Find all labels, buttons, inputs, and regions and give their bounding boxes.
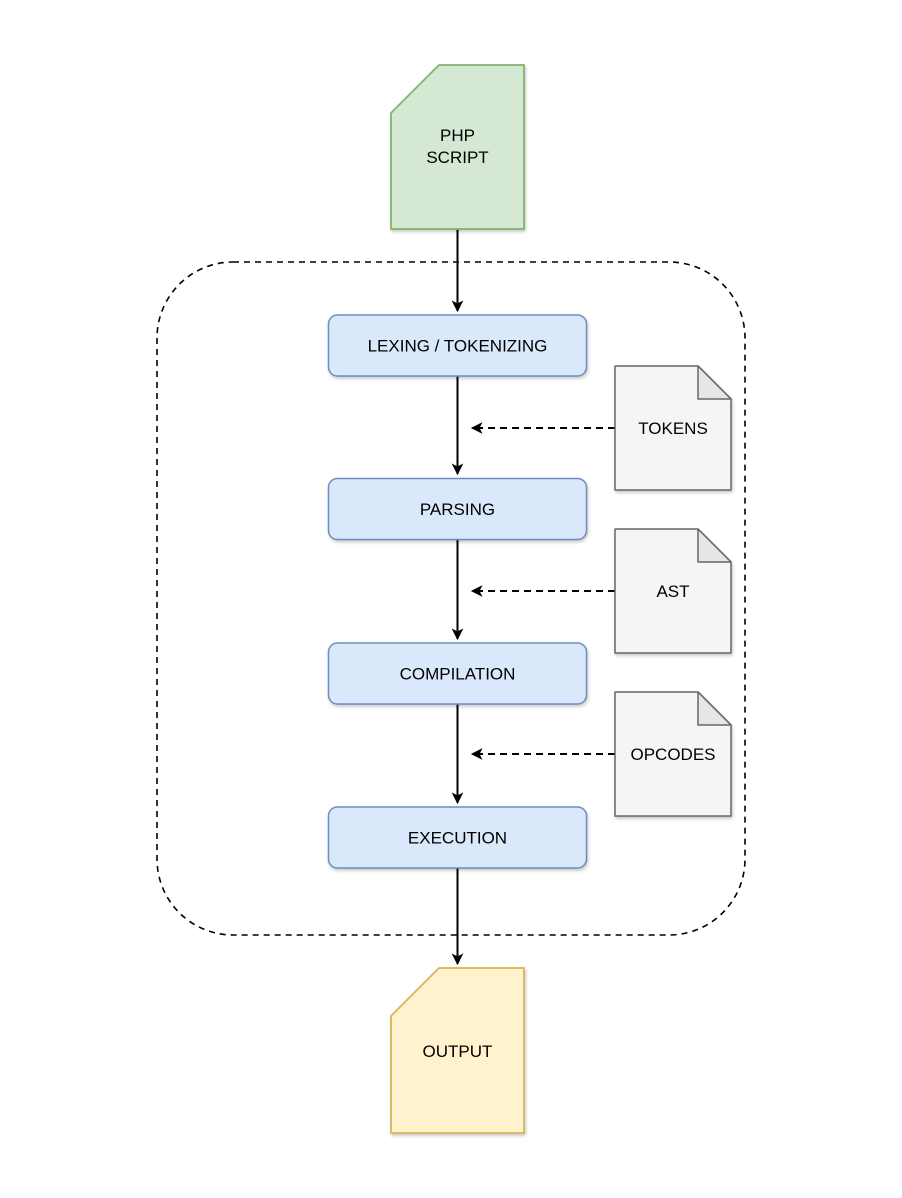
ast-document-fold-icon [697,528,732,563]
php-script-label-line2: SCRIPT [426,148,488,167]
execution-box [327,806,588,869]
execution-label: EXECUTION [408,829,507,848]
output-card-shape [390,967,525,1134]
node-lexing-tokenizing: LEXING / TOKENIZING [327,314,588,377]
tokens-document-fold-icon [697,365,732,400]
opcodes-label: OPCODES [630,745,715,764]
node-parsing: PARSING [327,477,588,541]
node-opcodes-document: OPCODES [614,691,732,817]
node-output: OUTPUT [390,967,525,1134]
output-label: OUTPUT [423,1042,493,1061]
parsing-label: PARSING [420,500,495,519]
node-compilation: COMPILATION [327,642,588,705]
parsing-box [327,477,588,541]
ast-label: AST [656,582,689,601]
node-execution: EXECUTION [327,806,588,869]
lexing-tokenizing-label: LEXING / TOKENIZING [368,337,548,356]
lexing-tokenizing-box [327,314,588,377]
opcodes-document-fold-icon [697,691,732,726]
node-php-script: PHP SCRIPT [390,64,525,230]
php-script-label-line1: PHP [440,126,475,145]
engine-boundary-dashed-box [156,261,746,936]
tokens-label: TOKENS [638,419,708,438]
node-tokens-document: TOKENS [614,365,732,491]
compilation-box [327,642,588,705]
compilation-label: COMPILATION [400,665,516,684]
node-ast-document: AST [614,528,732,654]
php-script-card-shape [390,64,525,230]
